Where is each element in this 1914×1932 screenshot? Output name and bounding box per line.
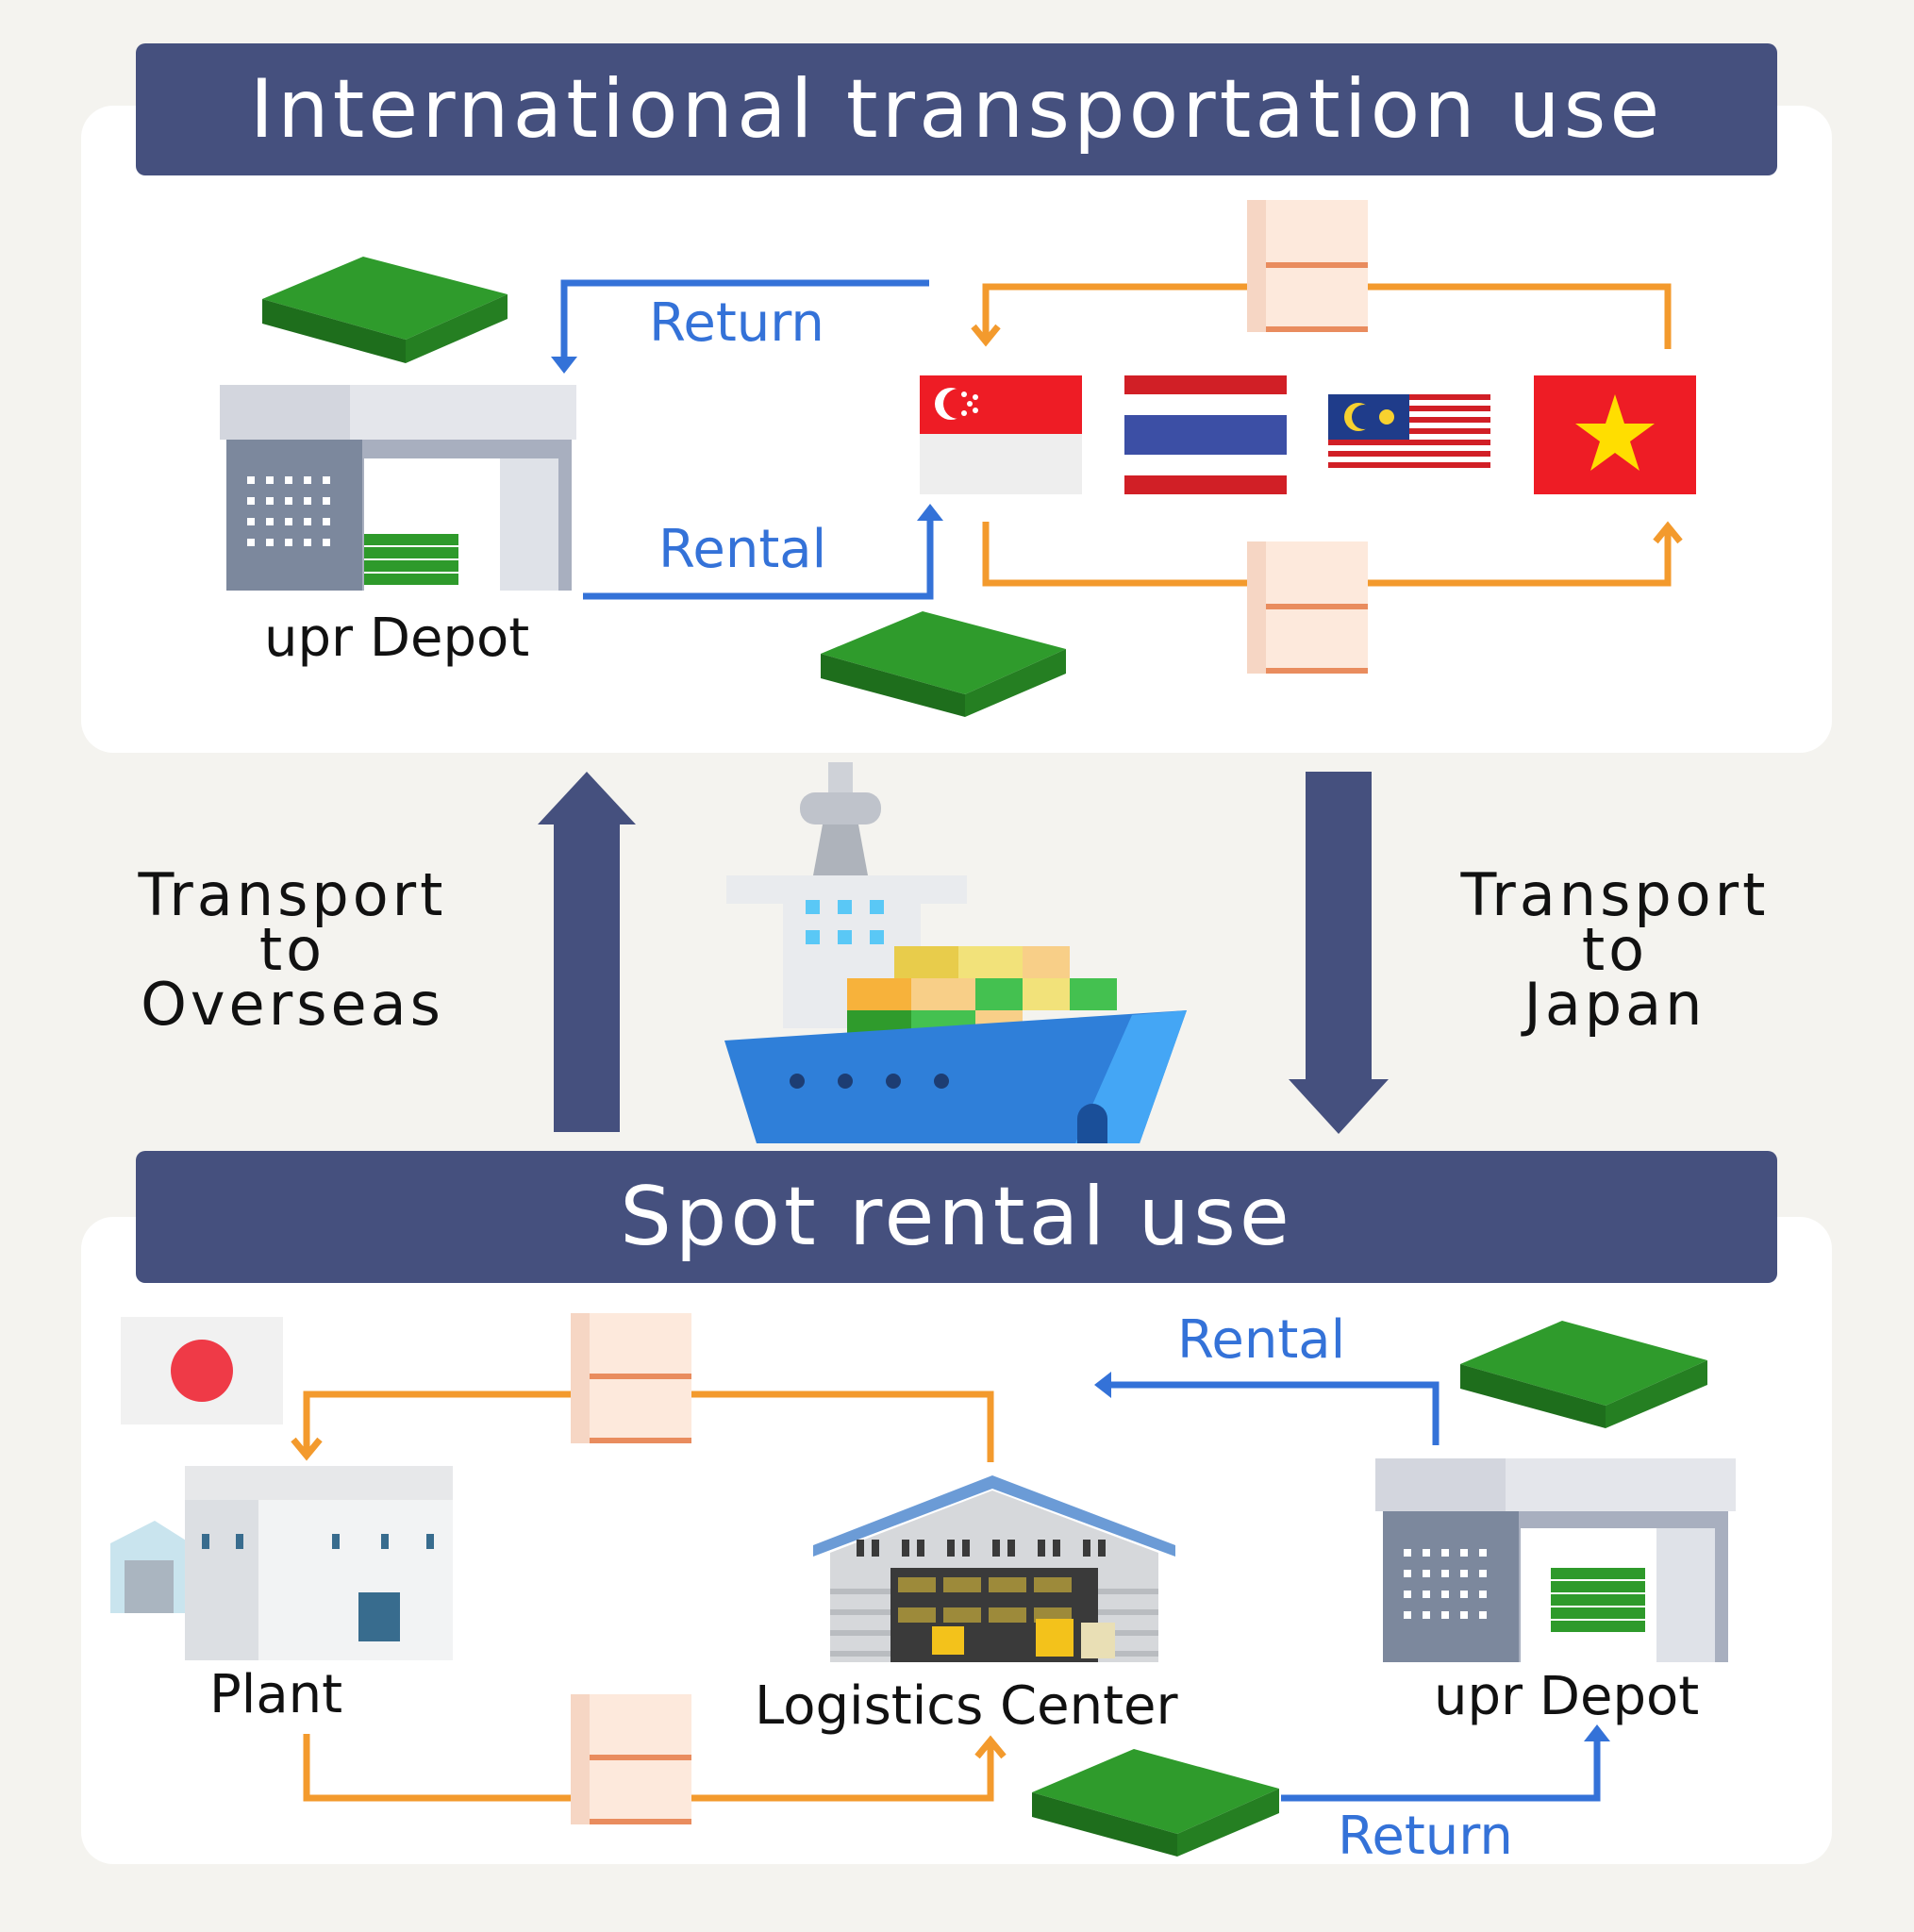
international-return-label: Return: [649, 292, 824, 354]
international-depot-label: upr Depot: [264, 608, 530, 669]
singapore-flag-icon: [920, 375, 1082, 494]
cargo-ship-icon: [724, 762, 1187, 1143]
upr-depot-building-bottom: [1375, 1458, 1736, 1662]
transport-japan-line1: Transport: [1460, 860, 1770, 929]
international-title: International transportation use: [249, 62, 1664, 157]
spot-rental-label: Rental: [1177, 1309, 1346, 1371]
pallet-icon-bottom-rental: [1460, 1321, 1707, 1428]
spot-rental-arrow: [1094, 1372, 1440, 1445]
spot-rental-title-banner: Spot rental use: [136, 1151, 1777, 1283]
pallet-icon-top-left: [262, 257, 508, 363]
pallet-icon-top-rental: [821, 611, 1066, 717]
cargo-boxes-top-upper: [1247, 200, 1368, 332]
transport-japan-line3: Japan: [1523, 970, 1706, 1039]
cargo-boxes-top-lower: [1247, 541, 1368, 674]
plant-label: Plant: [209, 1664, 343, 1725]
logistics-center-label: Logistics Center: [755, 1675, 1178, 1737]
international-return-arrow: [551, 279, 929, 374]
transport-overseas-line3: Overseas: [141, 970, 444, 1039]
japan-flag-icon: [121, 1317, 283, 1424]
spot-return-arrow: [1281, 1724, 1610, 1802]
malaysia-flag-icon: [1328, 394, 1490, 474]
pallet-icon-bottom-return: [1032, 1749, 1279, 1857]
cargo-boxes-bottom-upper: [571, 1313, 691, 1443]
international-title-banner: International transportation use: [136, 43, 1777, 175]
transport-japan-arrow: [1289, 772, 1389, 1134]
international-rental-arrow: [583, 504, 943, 600]
transport-overseas-label: Transport to Overseas: [104, 860, 481, 1039]
spot-rental-title: Spot rental use: [620, 1170, 1293, 1264]
transport-overseas-line1: Transport: [138, 860, 447, 929]
transport-overseas-line2: to: [258, 915, 326, 984]
cargo-boxes-bottom-lower: [571, 1694, 691, 1824]
plant-building-icon: [110, 1466, 453, 1660]
international-rental-label: Rental: [658, 519, 827, 580]
vietnam-flag-icon: [1534, 375, 1696, 494]
spot-return-label: Return: [1338, 1806, 1513, 1867]
upr-depot-building-top: [220, 385, 576, 591]
transport-overseas-arrow: [538, 772, 636, 1132]
logistics-center-icon: [813, 1475, 1175, 1662]
transport-japan-line2: to: [1581, 915, 1649, 984]
transport-japan-label: Transport to Japan: [1426, 860, 1804, 1039]
spot-depot-label: upr Depot: [1434, 1666, 1700, 1727]
thailand-flag-icon: [1124, 375, 1287, 494]
